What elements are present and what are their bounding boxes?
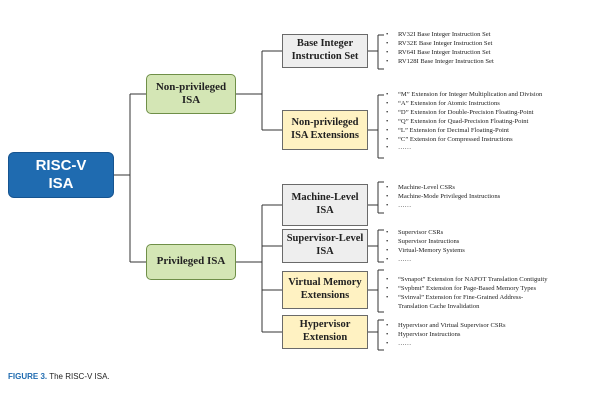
list-item: “L” Extension for Decimal Floating-Point [384,127,542,136]
list-item: “A” Extension for Atomic Instructions [384,100,542,109]
hypervisor-list: Hypervisor and Virtual Supervisor CSRs H… [384,322,506,349]
list-item: Machine-Level CSRs [384,184,500,193]
supervisor-level-list: Supervisor CSRs Supervisor Instructions … [384,229,465,265]
list-item: “D” Extension for Double-Precision Float… [384,109,542,118]
list-item: …… [384,202,500,211]
non-privileged-isa-extensions-node: Non-privileged ISA Extensions [282,110,368,150]
hypervisor-extension-node: Hypervisor Extension [282,315,368,349]
machine-level-list: Machine-Level CSRs Machine-Mode Privileg… [384,184,500,211]
list-item: Hypervisor Instructions [384,331,506,340]
figure-caption-text: The RISC-V ISA. [49,372,110,381]
list-item: RV32I Base Integer Instruction Set [384,31,494,40]
list-item: …… [384,340,506,349]
machine-level-isa-node: Machine-Level ISA [282,184,368,226]
list-item: Supervisor Instructions [384,238,465,247]
risc-v-isa-node: RISC-V ISA [8,152,114,198]
list-item: “Svnapot” Extension for NAPOT Translatio… [384,276,548,285]
list-item: “Svinval” Extension for Fine-Grained Add… [384,294,548,312]
list-item: Supervisor CSRs [384,229,465,238]
virtual-memory-extensions-node: Virtual Memory Extensions [282,271,368,309]
list-item: “C” Extension for Compressed Instruction… [384,136,542,145]
list-item: Machine-Mode Privileged Instructions [384,193,500,202]
list-item: “M” Extension for Integer Multiplication… [384,91,542,100]
virtual-memory-list: “Svnapot” Extension for NAPOT Translatio… [384,276,548,312]
list-item: RV128I Base Integer Instruction Set [384,58,494,67]
list-item: Hypervisor and Virtual Supervisor CSRs [384,322,506,331]
supervisor-level-isa-node: Supervisor-Level ISA [282,229,368,263]
privileged-isa-node: Privileged ISA [146,244,236,280]
non-privileged-isa-node: Non-privileged ISA [146,74,236,114]
figure-caption: FIGURE 3. The RISC-V ISA. [8,372,110,381]
list-item: RV32E Base Integer Instruction Set [384,40,494,49]
list-item: …… [384,256,465,265]
list-item: “Svpbmt” Extension for Page-Based Memory… [384,285,548,294]
list-item: …… [384,144,542,153]
list-item: “Q” Extension for Quad-Precision Floatin… [384,118,542,127]
figure-number: FIGURE 3. [8,372,48,381]
base-integer-list: RV32I Base Integer Instruction Set RV32E… [384,31,494,67]
list-item: RV64I Base Integer Instruction Set [384,49,494,58]
list-item: Virtual-Memory Systems [384,247,465,256]
base-integer-instruction-set-node: Base Integer Instruction Set [282,34,368,68]
non-privileged-extensions-list: “M” Extension for Integer Multiplication… [384,91,542,153]
